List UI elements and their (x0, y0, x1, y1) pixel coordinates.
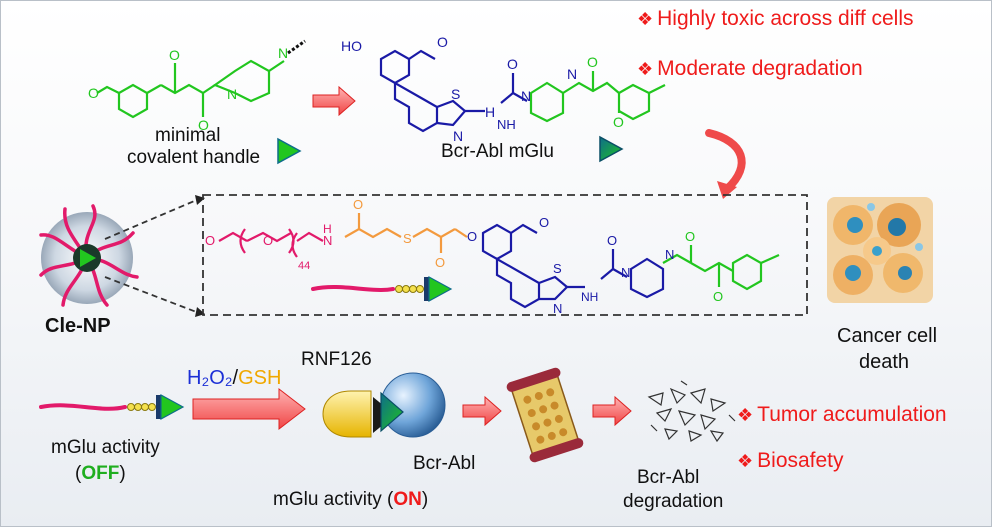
svg-text:N: N (453, 128, 463, 144)
svg-text:O: O (205, 233, 215, 248)
svg-text:O: O (539, 215, 549, 230)
peg-repeat-label: 44 (298, 260, 310, 272)
svg-text:NH: NH (581, 290, 598, 304)
h2o2-text: H₂O₂ (187, 367, 233, 389)
conjugate-structure (218, 213, 780, 309)
svg-text:NH: NH (497, 117, 516, 132)
nanoparticle-icon (39, 204, 139, 307)
proteasome-icon (506, 367, 584, 463)
conjugate-chain-icon (311, 275, 453, 303)
feature-toxic: ❖Highly toxic across diff cells (637, 7, 914, 31)
handle-label-line2: covalent handle (127, 147, 261, 168)
curved-arrow-icon (705, 129, 746, 199)
feature-toxic-text: Highly toxic across diff cells (657, 7, 914, 30)
svg-text:O: O (613, 114, 624, 130)
degraded-fragments-icon (647, 380, 736, 443)
off-text: OFF (81, 463, 120, 484)
diamond-bullet-icon: ❖ (737, 405, 754, 425)
activity-on-suffix: ) (421, 489, 429, 510)
activity-on-label: mGlu activity (ON) (273, 489, 428, 511)
svg-text:N: N (621, 265, 630, 280)
activity-off-label: mGlu activity (51, 437, 160, 458)
svg-text:H: H (485, 104, 495, 120)
degradation-label-line1: Bcr-Abl (637, 467, 700, 488)
cancer-label-line2: death (859, 351, 910, 373)
svg-text:N: N (553, 301, 562, 316)
svg-text:O: O (713, 289, 723, 304)
feature-biosafety-text: Biosafety (757, 449, 844, 472)
small-arrow-2-icon (592, 395, 632, 427)
diamond-bullet-icon: ❖ (637, 9, 654, 29)
feature-moderate: ❖Moderate degradation (637, 57, 863, 81)
feature-tumor: ❖Tumor accumulation (737, 403, 947, 427)
activation-arrow-icon (192, 387, 306, 431)
feature-tumor-text: Tumor accumulation (757, 403, 947, 426)
svg-text:O: O (467, 229, 477, 244)
mglu-label: Bcr-Abl mGlu (441, 141, 554, 162)
svg-text:S: S (553, 261, 562, 276)
gsh-text: GSH (238, 367, 282, 389)
handle-triangle-icon (277, 137, 302, 165)
degradation-label-line2: degradation (623, 491, 724, 512)
on-text: ON (393, 489, 422, 510)
svg-text:O: O (263, 233, 273, 248)
svg-text:N: N (665, 247, 674, 262)
svg-text:O: O (88, 85, 99, 101)
trigger-label: H₂O₂/GSH (187, 367, 281, 390)
svg-text:O: O (198, 117, 209, 133)
cancer-cells-image (827, 197, 933, 303)
svg-text:N: N (227, 86, 237, 102)
svg-text:O: O (587, 54, 598, 70)
svg-text:S: S (403, 231, 412, 246)
covalent-handle-structure (96, 59, 285, 119)
target-label: Bcr-Abl (413, 453, 476, 474)
ternary-complex-icon (322, 372, 446, 438)
trigger-separator: / (232, 367, 239, 389)
feature-biosafety: ❖Biosafety (737, 449, 844, 473)
e3-ligase-label: RNF126 (301, 349, 372, 370)
feature-moderate-text: Moderate degradation (657, 57, 863, 80)
conjugate-box (202, 194, 808, 316)
svg-text:O: O (607, 233, 617, 248)
diamond-bullet-icon: ❖ (637, 59, 654, 79)
nanoparticle-label: Cle-NP (45, 315, 111, 337)
off-conjugate-icon (39, 393, 185, 421)
mglu-structure (379, 49, 666, 133)
activity-on-prefix: mGlu activity ( (273, 489, 394, 510)
svg-text:S: S (451, 86, 460, 102)
svg-text:O: O (169, 47, 180, 63)
svg-text:O: O (353, 197, 363, 212)
cancer-label-line1: Cancer cell (837, 325, 938, 347)
svg-text:O: O (507, 56, 518, 72)
activity-off-state: (OFF) (75, 463, 126, 484)
svg-text:O: O (685, 229, 695, 244)
handle-label-line1: minimal (155, 125, 221, 146)
svg-text:N: N (278, 45, 288, 61)
mglu-triangle-icon (599, 135, 624, 163)
svg-text:H: H (323, 222, 332, 236)
svg-text:N: N (567, 66, 577, 82)
diamond-bullet-icon: ❖ (737, 451, 754, 471)
svg-text:N: N (521, 88, 531, 104)
right-arrow-icon (312, 85, 356, 117)
small-arrow-1-icon (462, 395, 502, 427)
svg-text:HO: HO (341, 38, 362, 54)
svg-text:O: O (437, 34, 448, 50)
svg-text:O: O (435, 255, 445, 270)
zoom-lines (104, 198, 200, 314)
svg-text:N: N (323, 233, 332, 248)
